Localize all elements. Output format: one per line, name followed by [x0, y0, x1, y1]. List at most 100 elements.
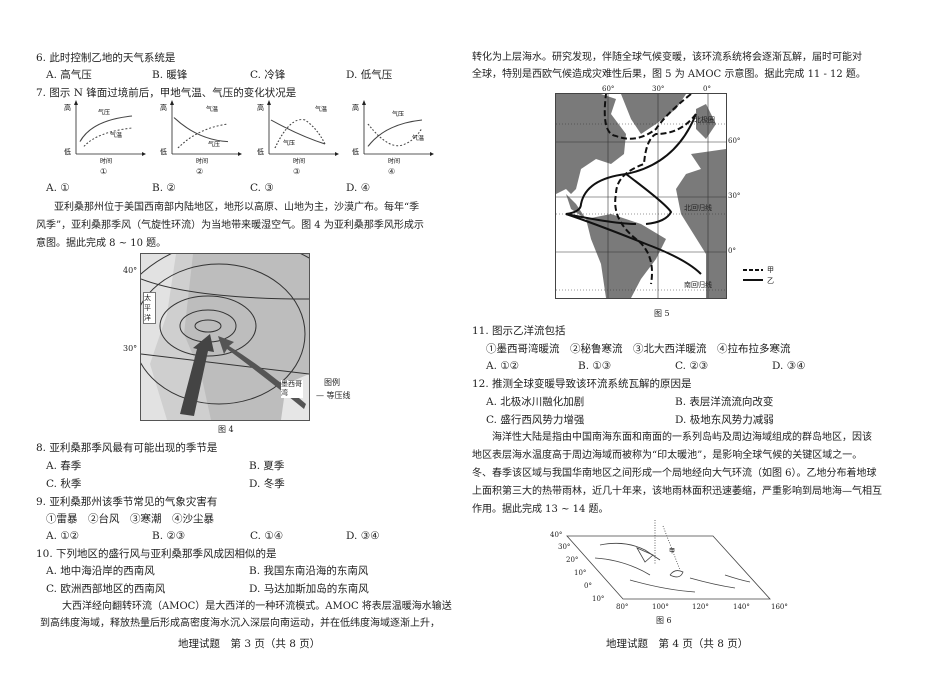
- q6-option-d[interactable]: D. 低气压: [346, 69, 393, 81]
- pressure-label: 气压: [208, 140, 220, 148]
- q9-stem: 9. 亚利桑那州该季节常见的气象灾害有: [36, 496, 218, 508]
- temperature-curve: [274, 119, 326, 149]
- amoc-map: [556, 94, 726, 298]
- temperature-curve: [177, 123, 229, 149]
- q9-option-b[interactable]: B. ②③: [152, 530, 186, 542]
- tropic-of-cancer-label: 北回归线: [684, 204, 712, 212]
- q8-option-b[interactable]: B. 夏季: [249, 460, 285, 472]
- q11-option-d[interactable]: D. ③④: [772, 360, 806, 372]
- q12-option-a[interactable]: A. 北极冰川融化加剧: [486, 396, 585, 408]
- legend-jia: 甲: [767, 266, 774, 274]
- q12-option-d[interactable]: D. 极地东风势力减弱: [675, 414, 774, 426]
- q11-option-c[interactable]: C. ②③: [675, 360, 709, 372]
- figure-6-caption: 图 6: [656, 616, 672, 625]
- q7-option-a[interactable]: A. ①: [46, 182, 70, 194]
- passage3-line-1: 海洋性大陆是指由中国南海东面和南面的一系列岛屿及周边海域组成的群岛地区，因该: [492, 432, 872, 443]
- lat-30-label: 30°: [123, 344, 138, 353]
- q6-option-a[interactable]: A. 高气压: [46, 69, 92, 81]
- figure-4-caption: 图 4: [218, 425, 234, 434]
- fig6-lon-80: 80°: [616, 603, 629, 611]
- tropic-of-capricorn-label: 南回归线: [684, 281, 712, 289]
- q9-option-c[interactable]: C. ①④: [250, 530, 284, 542]
- axis-low: 低: [64, 147, 71, 156]
- figure-5-map: 北极圈 北回归线 南回归线: [555, 93, 727, 299]
- temperature-label: 气温: [206, 105, 218, 113]
- q6-option-b[interactable]: B. 暖锋: [152, 69, 188, 81]
- q11-option-a[interactable]: A. ①②: [486, 360, 520, 372]
- axis-time: 时间: [293, 157, 305, 165]
- q11-option-b[interactable]: B. ①③: [578, 360, 612, 372]
- pressure-curve: [79, 115, 133, 142]
- chart-number: ④: [388, 167, 396, 176]
- arizona-monsoon-map: [141, 254, 309, 420]
- fig6-lon-100: 100°: [652, 603, 669, 611]
- pressure-curve: [270, 119, 326, 145]
- chart-number: ③: [293, 167, 301, 176]
- q7-option-c[interactable]: C. ③: [250, 182, 274, 194]
- temperature-label: 气温: [110, 131, 122, 139]
- pressure-label: 气压: [98, 108, 110, 116]
- passage1-line-2: 风季”，亚利桑那季风（气旋性环流）为当地带来暖湿空气。图 4 为亚利桑那季风形成…: [36, 220, 424, 231]
- q10-option-b[interactable]: B. 我国东南沿海的东南风: [249, 565, 369, 577]
- q7-option-d[interactable]: D. ④: [346, 182, 371, 194]
- q12-stem: 12. 推测全球变暖导致该环流系统瓦解的原因是: [472, 378, 692, 390]
- temperature-curve: [83, 127, 133, 147]
- left-page-footer: 地理试题 第 3 页（共 8 页）: [178, 638, 321, 650]
- gulf-of-mexico-label: 墨西哥湾: [281, 380, 303, 398]
- passage3-line-3: 冬、春季该区域与我国华南地区之间形成一个局地经向大气环流（如图 6）。乙地分布着…: [472, 468, 877, 479]
- legend-lines: [743, 269, 763, 281]
- q12-option-c[interactable]: C. 盛行西风势力增强: [486, 414, 585, 426]
- q6-stem: 6. 此时控制乙地的天气系统是: [36, 52, 176, 64]
- passage2-cont-line-2: 全球，特别是西欧气候造成灾难性后果，图 5 为 AMOC 示意图。据此完成 11…: [472, 69, 866, 80]
- q12-option-b[interactable]: B. 表层洋流流向改变: [675, 396, 774, 408]
- q8-option-d[interactable]: D. 冬季: [249, 478, 285, 490]
- figure-6-mark: 甲: [669, 548, 675, 555]
- q6-option-c[interactable]: C. 冷锋: [250, 69, 286, 81]
- q10-option-a[interactable]: A. 地中海沿岸的西南风: [46, 565, 155, 577]
- q9-option-d[interactable]: D. ③④: [346, 530, 380, 542]
- fig6-lat-30: 30°: [558, 543, 571, 551]
- q7-stem: 7. 图示 N 锋面过境前后，甲地气温、气压的变化状况是: [36, 87, 297, 99]
- q8-option-a[interactable]: A. 春季: [46, 460, 82, 472]
- fig6-lon-120: 120°: [692, 603, 709, 611]
- axis-low: 低: [257, 147, 264, 156]
- passage1-line-1: 亚利桑那州位于美国西南部内陆地区，地形以高原、山地为主，沙漠广布。每年“季: [54, 202, 420, 213]
- passage2-line-2: 到高纬度海域，释放热量后形成高密度海水沉入深层向南运动，并在低纬度海域逐渐上升，: [40, 618, 440, 629]
- fig6-lon-140: 140°: [733, 603, 750, 611]
- temperature-curve: [367, 123, 423, 147]
- axis-high: 高: [257, 103, 264, 112]
- figure-6-map: 甲: [566, 520, 771, 600]
- temperature-label: 气温: [315, 105, 327, 113]
- lat-40-label: 40°: [123, 266, 138, 275]
- q7-option-b[interactable]: B. ②: [152, 182, 176, 194]
- axis-high: 高: [352, 103, 359, 112]
- figure-5-caption: 图 5: [654, 309, 670, 318]
- figure-4-map: 太平洋 墨西哥湾: [140, 253, 310, 421]
- temperature-label: 气温: [412, 134, 424, 142]
- axis-time: 时间: [388, 157, 400, 165]
- lon-30-label: 30°: [652, 85, 665, 93]
- q8-stem: 8. 亚利桑那季风最有可能出现的季节是: [36, 442, 218, 454]
- fig6-lat-40: 40°: [550, 531, 563, 539]
- pressure-label: 气压: [392, 110, 404, 118]
- lat-30-label: 30°: [728, 192, 741, 200]
- legend-isobar: — 等压线: [316, 391, 351, 400]
- pressure-label: 气压: [283, 139, 295, 147]
- pressure-curve: [367, 119, 423, 147]
- q10-stem: 10. 下列地区的盛行风与亚利桑那季风成因相似的是: [36, 548, 277, 560]
- q11-stem: 11. 图示乙洋流包括: [472, 325, 566, 337]
- q8-option-c[interactable]: C. 秋季: [46, 478, 82, 490]
- right-page-footer: 地理试题 第 4 页（共 8 页）: [606, 638, 749, 650]
- axis-high: 高: [64, 103, 71, 112]
- pressure-curve: [173, 117, 229, 143]
- q10-option-d[interactable]: D. 马达加斯加岛的东南风: [249, 583, 369, 595]
- lon-0-label: 0°: [703, 85, 711, 93]
- lon-60-label: 60°: [602, 85, 615, 93]
- lat-60-label: 60°: [728, 137, 741, 145]
- q9-option-a[interactable]: A. ①②: [46, 530, 80, 542]
- q10-option-c[interactable]: C. 欧洲西部地区的西南风: [46, 583, 166, 595]
- axis-time: 时间: [100, 157, 112, 165]
- axis-high: 高: [160, 103, 167, 112]
- legend-title: 图例: [324, 378, 340, 387]
- chart-number: ②: [196, 167, 204, 176]
